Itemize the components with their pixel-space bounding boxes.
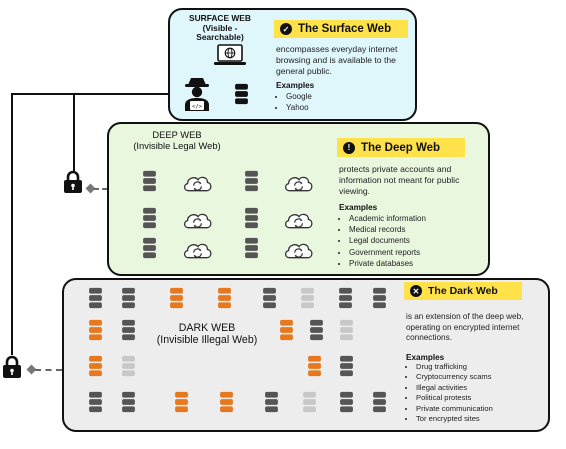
database-icon bbox=[217, 287, 232, 314]
surface-examples-list: Google Yahoo bbox=[276, 91, 312, 113]
cloud-sync-icon bbox=[181, 209, 214, 236]
database-icon bbox=[339, 391, 354, 418]
dark-web-layer: DARK WEB (Invisible Illegal Web) ✕ The D… bbox=[62, 278, 550, 432]
database-icon bbox=[339, 319, 354, 346]
database-icon bbox=[121, 355, 136, 382]
database-icon bbox=[338, 287, 353, 314]
surface-examples-label: Examples bbox=[276, 81, 315, 90]
check-icon: ✓ bbox=[280, 23, 292, 35]
list-item: Tor encrypted sites bbox=[416, 414, 493, 424]
cloud-sync-icon bbox=[282, 209, 315, 236]
cloud-sync-icon bbox=[181, 239, 214, 266]
database-icon bbox=[309, 319, 324, 346]
dark-examples-list: Drug trafficking Cryptocurrency scams Il… bbox=[406, 362, 493, 425]
database-icon bbox=[262, 287, 277, 314]
list-item: Google bbox=[286, 91, 312, 102]
info-icon: ! bbox=[343, 141, 355, 154]
database-icon bbox=[88, 355, 103, 382]
database-icon bbox=[244, 170, 259, 197]
database-icon bbox=[244, 207, 259, 234]
panel-title-text: The Dark Web bbox=[428, 285, 498, 297]
deep-examples-label: Examples bbox=[339, 203, 378, 212]
database-icon bbox=[279, 319, 294, 346]
connector-line bbox=[73, 93, 75, 173]
database-icon bbox=[142, 170, 157, 197]
close-icon: ✕ bbox=[410, 285, 422, 297]
deep-examples-list: Academic information Medical records Leg… bbox=[339, 213, 426, 269]
database-icon bbox=[219, 391, 234, 418]
connector-line bbox=[11, 93, 13, 355]
list-item: Illegal activities bbox=[416, 383, 493, 393]
layer-title-line1: SURFACE WEB bbox=[189, 13, 251, 23]
layer-title-line1: DEEP WEB bbox=[152, 129, 202, 140]
database-icon bbox=[169, 287, 184, 314]
list-item: Political protests bbox=[416, 393, 493, 403]
database-icon bbox=[121, 391, 136, 418]
list-item: Private databases bbox=[349, 258, 426, 269]
cloud-sync-icon bbox=[181, 172, 214, 199]
database-icon bbox=[174, 391, 189, 418]
list-item: Government reports bbox=[349, 247, 426, 258]
dark-description: is an extension of the deep web, operati… bbox=[406, 312, 524, 342]
database-icon bbox=[302, 391, 317, 418]
dark-examples-label: Examples bbox=[406, 353, 445, 362]
cloud-sync-icon bbox=[282, 239, 315, 266]
surface-description: encompasses everyday internet browsing a… bbox=[276, 44, 398, 76]
lock-icon bbox=[2, 355, 22, 379]
svg-text:</>: </> bbox=[192, 104, 203, 110]
dark-panel-title: ✕ The Dark Web bbox=[404, 282, 522, 300]
database-icon bbox=[264, 391, 279, 418]
list-item: Drug trafficking bbox=[416, 362, 493, 372]
dark-layer-title: DARK WEB (Invisible Illegal Web) bbox=[142, 322, 272, 346]
globe-monitor-icon bbox=[213, 43, 247, 74]
list-item: Private communication bbox=[416, 404, 493, 414]
database-icon bbox=[121, 319, 136, 346]
deep-layer-title: DEEP WEB (Invisible Legal Web) bbox=[127, 129, 227, 152]
list-item: Yahoo bbox=[286, 102, 312, 113]
surface-panel-title: ✓ The Surface Web bbox=[274, 20, 408, 38]
connector-line bbox=[11, 93, 186, 95]
deep-web-layer: DEEP WEB (Invisible Legal Web) ! The Dee… bbox=[107, 122, 490, 276]
database-icon bbox=[121, 287, 136, 314]
cloud-sync-icon bbox=[282, 172, 315, 199]
connector-dash bbox=[35, 369, 62, 371]
database-icon bbox=[372, 287, 387, 314]
layer-title-line2: (Visible - Searchable) bbox=[196, 22, 244, 43]
panel-title-text: The Surface Web bbox=[298, 23, 392, 35]
surface-web-layer: SURFACE WEB (Visible - Searchable) </> ✓… bbox=[168, 8, 417, 121]
surface-layer-title: SURFACE WEB (Visible - Searchable) bbox=[178, 13, 262, 43]
lock-icon bbox=[63, 170, 83, 194]
connector-dash bbox=[94, 188, 107, 190]
database-icon bbox=[88, 287, 103, 314]
list-item: Academic information bbox=[349, 213, 426, 224]
database-icon bbox=[88, 319, 103, 346]
hacker-icon: </> bbox=[184, 77, 210, 118]
deep-panel-title: ! The Deep Web bbox=[337, 138, 465, 157]
database-icon bbox=[372, 391, 387, 418]
list-item: Legal documents bbox=[349, 235, 426, 246]
database-icon bbox=[142, 237, 157, 264]
list-item: Cryptocurrency scams bbox=[416, 372, 493, 382]
database-icon bbox=[339, 355, 354, 382]
database-icon bbox=[142, 207, 157, 234]
database-icon bbox=[244, 237, 259, 264]
panel-title-text: The Deep Web bbox=[361, 141, 441, 154]
database-icon bbox=[307, 355, 322, 382]
layer-title-line2: (Invisible Illegal Web) bbox=[156, 334, 258, 347]
database-icon bbox=[234, 83, 249, 110]
database-icon bbox=[88, 391, 103, 418]
layer-title-line2: (Invisible Legal Web) bbox=[133, 139, 221, 151]
deep-description: protects private accounts and informatio… bbox=[339, 164, 460, 196]
layer-title-line1: DARK WEB bbox=[178, 322, 236, 334]
database-icon bbox=[300, 287, 315, 314]
list-item: Medical records bbox=[349, 224, 426, 235]
